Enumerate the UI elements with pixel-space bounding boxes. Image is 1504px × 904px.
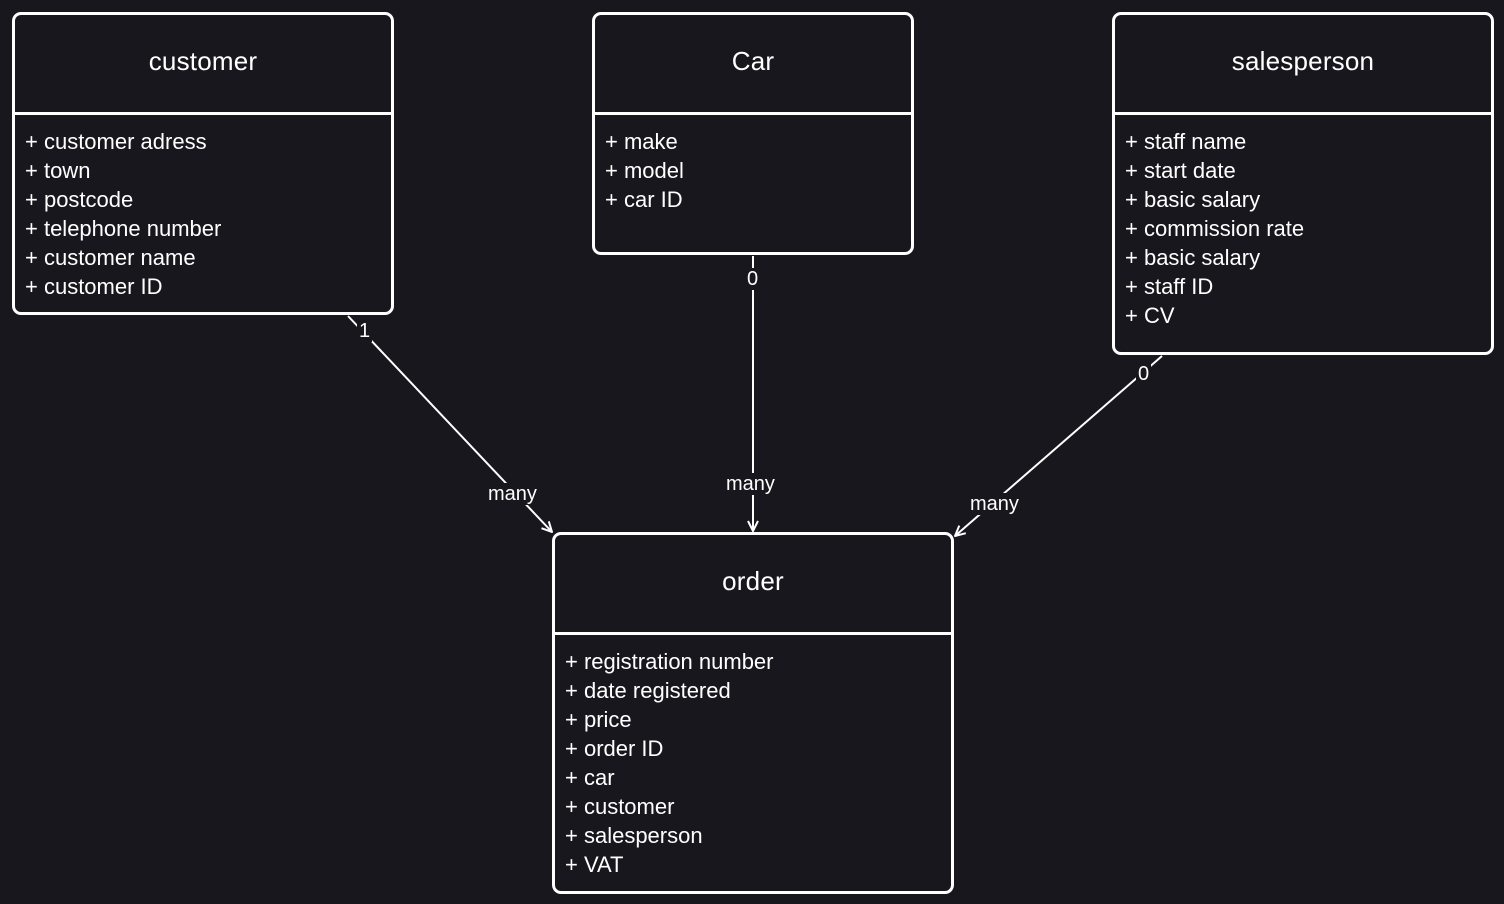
attribute: + start date: [1125, 158, 1236, 183]
multiplicity-car-target: many: [724, 473, 777, 495]
entity-car-attributes: + make + model + car ID: [595, 115, 911, 214]
attribute: + commission rate: [1125, 216, 1305, 241]
attribute: + basic salary: [1125, 187, 1261, 212]
attribute: + CV: [1125, 303, 1175, 328]
entity-car-title: Car: [595, 15, 911, 115]
entity-salesperson-title: salesperson: [1115, 15, 1491, 115]
multiplicity-salesperson-target: many: [968, 493, 1021, 515]
attribute: + VAT: [565, 852, 624, 877]
entity-salesperson[interactable]: salesperson + staff name + start date + …: [1112, 12, 1494, 355]
multiplicity-car-source: 0: [745, 268, 761, 290]
attribute: + price: [565, 707, 632, 732]
attribute: + staff ID: [1125, 274, 1214, 299]
entity-car[interactable]: Car + make + model + car ID: [592, 12, 914, 255]
attribute: + customer ID: [25, 274, 163, 299]
attribute: + make: [605, 129, 678, 154]
entity-customer[interactable]: customer + customer adress + town + post…: [12, 12, 394, 315]
attribute: + date registered: [565, 678, 731, 703]
entity-order-attributes: + registration number + date registered …: [555, 635, 951, 879]
attribute: + order ID: [565, 736, 664, 761]
attribute: + staff name: [1125, 129, 1247, 154]
multiplicity-salesperson-source: 0: [1136, 363, 1152, 385]
attribute: + registration number: [565, 649, 774, 674]
attribute: + telephone number: [25, 216, 222, 241]
multiplicity-customer-source: 1: [357, 320, 373, 342]
entity-order-title: order: [555, 535, 951, 635]
attribute: + customer name: [25, 245, 196, 270]
attribute: + customer adress: [25, 129, 207, 154]
multiplicity-customer-target: many: [486, 483, 539, 505]
entity-customer-title: customer: [15, 15, 391, 115]
attribute: + car: [565, 765, 615, 790]
attribute: + salesperson: [565, 823, 703, 848]
attribute: + basic salary: [1125, 245, 1261, 270]
entity-customer-attributes: + customer adress + town + postcode + te…: [15, 115, 391, 301]
attribute: + car ID: [605, 187, 683, 212]
attribute: + customer: [565, 794, 675, 819]
entity-salesperson-attributes: + staff name + start date + basic salary…: [1115, 115, 1491, 330]
entity-order[interactable]: order + registration number + date regis…: [552, 532, 954, 894]
attribute: + town: [25, 158, 91, 183]
attribute: + postcode: [25, 187, 134, 212]
attribute: + model: [605, 158, 684, 183]
